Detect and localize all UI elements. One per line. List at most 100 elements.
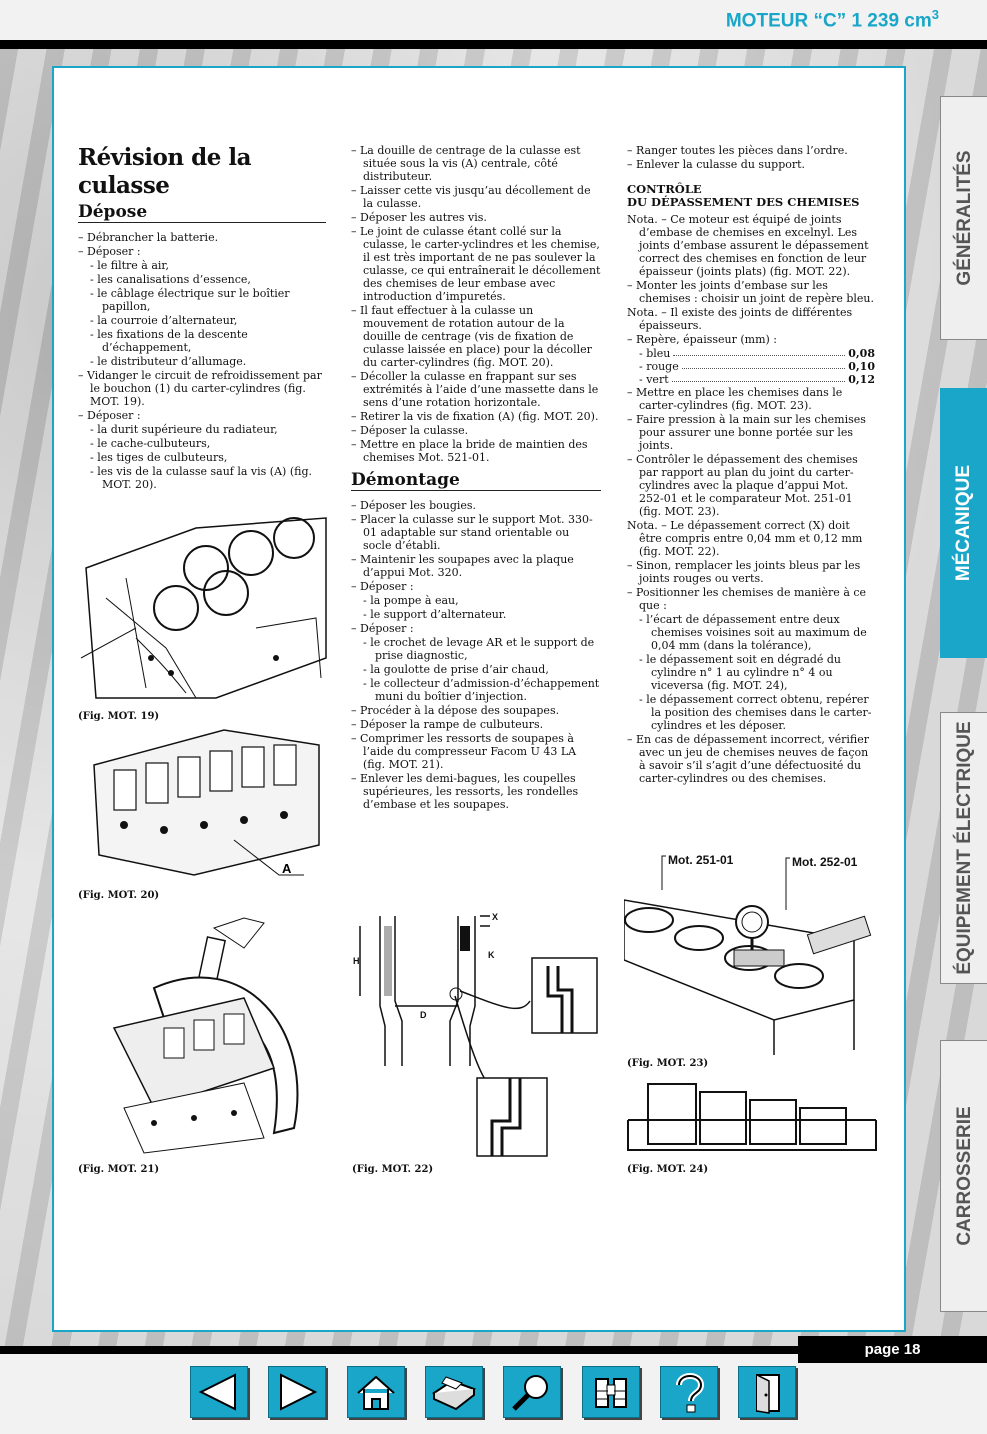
next-arrow-icon [280,1373,318,1411]
text-line: – Ranger toutes les pièces dans l’ordre. [627,144,848,157]
document-title: Révision de la culasse [78,144,251,199]
text-line: – Déposer les autres vis. [351,211,487,224]
fig22-label-k: K [488,950,495,960]
section-depose: Dépose [78,204,326,223]
help-icon [676,1373,705,1413]
tab-label: ÉQUIPEMENT ÉLECTRIQUE [954,721,975,975]
text-line: – La douille de centrage de la culasse e… [351,144,581,183]
text-line: – Enlever la culasse du support. [627,158,806,171]
text-line: – Déposer les bougies. [351,499,477,512]
text-line: - le crochet de levage AR et le support … [363,636,595,662]
text-line: – Le joint de culasse étant collé sur la… [351,225,601,303]
figure-mot-19 [80,517,327,699]
fig22-label-d: D [420,1010,427,1020]
text-line: – Faire pression à la main sur les chemi… [627,413,866,452]
fig23-label-252: Mot. 252-01 [792,855,858,869]
content-panel: Révision de la culasse Dépose – Débranch… [52,66,906,1332]
search-button[interactable] [503,1366,561,1418]
thickness-name: - vert [639,373,669,386]
text-line: – Comprimer les ressorts de soupapes à l… [351,732,577,771]
text-line: - le collecteur d’admission-d’échappemen… [363,677,600,703]
thickness-name: - bleu [639,347,671,360]
text-line: – Déposer la culasse. [351,424,469,437]
text-line: – Mettre en place la bride de maintien d… [351,438,588,464]
text-line: – Monter les joints d’embase sur les che… [627,279,875,305]
page-number: page 18 [798,1336,987,1363]
text-line: Nota. – Le dépassement correct (X) doit … [627,519,863,558]
text-line: - le distributeur d’allumage. [90,355,247,368]
caption-fig-22: (Fig. MOT. 22) [352,1164,434,1175]
text-line: – Procéder à la dépose des soupapes. [351,704,560,717]
text-line: – Débrancher la batterie. [78,231,219,244]
column-2: – La douille de centrage de la culasse e… [351,144,601,812]
text-line: – Déposer : [78,409,141,422]
tab-carrosserie[interactable]: CARROSSERIE [940,1040,987,1312]
text-line: - la pompe à eau, [363,594,459,607]
caption-fig-23: (Fig. MOT. 23) [627,1058,709,1069]
fig22-label-h: H [353,956,360,966]
text-line: – Déposer : [351,622,414,635]
caption-fig-24: (Fig. MOT. 24) [627,1164,709,1175]
text-line: – Mettre en place les chemises dans le c… [627,386,843,412]
text-line: – Placer la culasse sur le support Mot. … [351,513,593,552]
thickness-name: - rouge [639,360,679,373]
text-line: - les fixations de la descente d’échappe… [90,328,248,354]
text-line: Nota. – Ce moteur est équipé de joints d… [627,213,869,278]
prev-page-button[interactable] [190,1366,248,1418]
print-button[interactable] [425,1366,483,1418]
text-line: – Maintenir les soupapes avec la plaque … [351,553,574,579]
fig23-label-251: Mot. 251-01 [668,853,734,867]
fig20-label-a: A [282,861,292,876]
text-line: – Positionner les chemises de manière à … [627,586,867,612]
page-heading: MOTEUR “C” 1 239 cm3 [725,7,939,32]
subsection-line-2: DU DÉPASSEMENT DES CHEMISES [627,195,860,209]
figure-mot-23: Mot. 251-01 Mot. 252-01 [624,853,872,1055]
tab-label: CARROSSERIE [954,1106,975,1246]
thickness-row-rouge: - rouge 0,10 [627,360,875,373]
home-button[interactable] [347,1366,405,1418]
text-line: - la durit supérieure du radiateur, [90,423,278,436]
text-line: – Laisser cette vis jusqu’au décollement… [351,184,591,210]
tab-mecanique[interactable]: MÉCANIQUE [940,388,987,658]
subsection-controle: CONTRÔLE DU DÉPASSEMENT DES CHEMISES [627,183,875,209]
text-line: - le support d’alternateur. [363,608,507,621]
tab-generalites[interactable]: GÉNÉRALITÉS [940,96,987,340]
thickness-value: 0,12 [848,373,875,386]
text-line: – En cas de dépassement incorrect, vérif… [627,733,869,785]
column-1: Révision de la culasse Dépose – Débranch… [78,144,326,492]
text-line: - les tiges de culbuteurs, [90,451,228,464]
home-icon [357,1375,395,1410]
text-line: - le câblage électrique sur le boîtier p… [90,287,290,313]
fig22-label-x: X [492,912,498,922]
text-line: – Décoller la culasse en frappant sur se… [351,370,599,409]
text-line: – Retirer la vis de fixation (A) (fig. M… [351,410,599,423]
text-line: - les vis de la culasse sauf la vis (A) … [90,465,312,491]
text-line: - le dépassement correct obtenu, repérer… [639,693,872,732]
text-line: - les canalisations d’essence, [90,273,251,286]
text-line: - le cache-culbuteurs, [90,437,211,450]
next-page-button[interactable] [268,1366,326,1418]
print-icon [431,1376,477,1411]
thickness-value: 0,08 [848,347,875,360]
help-button[interactable] [660,1366,718,1418]
text-line: – Déposer : [351,580,414,593]
top-bar [0,40,987,49]
text-line: – Vidanger le circuit de refroidissement… [78,369,322,408]
text-line: – Contrôler le dépassement des chemises … [627,453,858,518]
text-line: - l’écart de dépassement entre deux chem… [639,613,867,652]
tab-equipement-electrique[interactable]: ÉQUIPEMENT ÉLECTRIQUE [940,712,987,984]
exit-button[interactable] [738,1366,796,1418]
thickness-value: 0,10 [848,360,875,373]
subsection-line-1: CONTRÔLE [627,182,702,196]
text-line: – Enlever les demi-bagues, les coupelles… [351,772,579,811]
thickness-row-bleu: - bleu 0,08 [627,347,875,360]
thickness-row-vert: - vert 0,12 [627,373,875,386]
figure-mot-22: X K H D [353,912,598,1157]
tab-label: GÉNÉRALITÉS [954,150,975,286]
text-line: - le dépassement soit en dégradé du cyli… [639,653,842,692]
figure-mot-24 [627,1083,877,1151]
text-line: - le filtre à air, [90,259,169,272]
text-line: – Déposer la rampe de culbuteurs. [351,718,544,731]
binoculars-button[interactable] [582,1366,640,1418]
prev-arrow-icon [198,1373,236,1411]
